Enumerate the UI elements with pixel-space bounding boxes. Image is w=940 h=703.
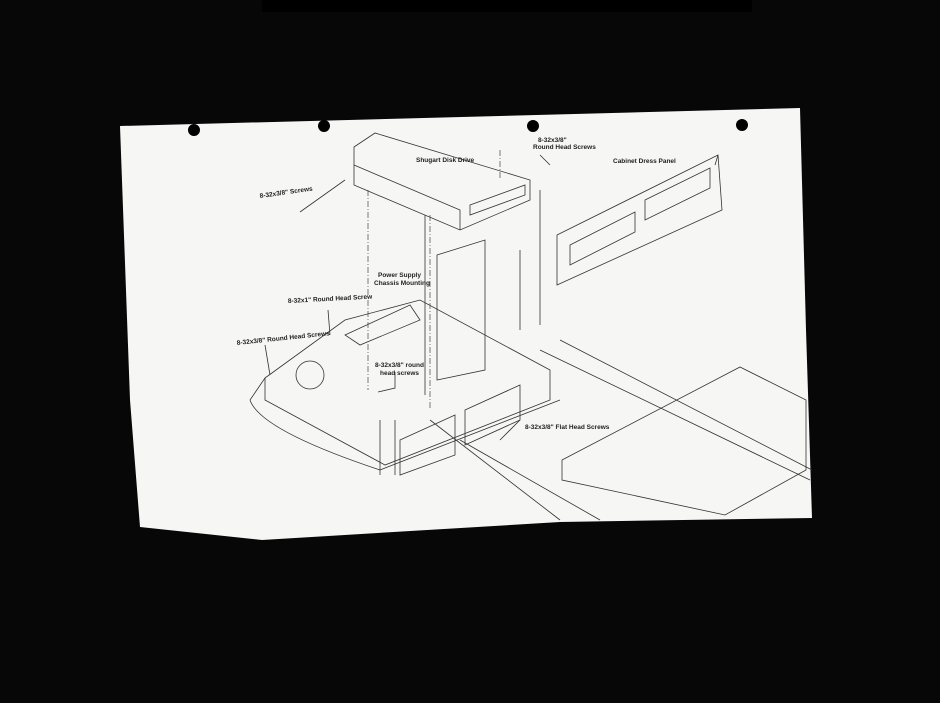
label-round-head-mid-2: head screws	[380, 370, 419, 377]
label-disk-drive: Shugart Disk Drive	[416, 157, 475, 164]
label-flat-head: 8-32x3/8" Flat Head Screws	[525, 424, 610, 431]
label-round-head-top-1: 8-32x3/8"	[538, 137, 567, 144]
paper-sheet	[120, 108, 812, 540]
label-power-supply-1: Power Supply	[378, 272, 421, 279]
label-round-head-mid-1: 8-32x3/8" round	[375, 362, 424, 369]
punch-hole	[318, 120, 330, 132]
top-shadow-bar	[262, 0, 752, 12]
table-drawing	[429, 339, 813, 521]
punch-hole	[527, 120, 539, 132]
disk-drive-drawing	[353, 132, 541, 395]
label-power-supply-2: Chassis Mounting	[374, 280, 430, 287]
label-round-head-screw-1in: 8-32x1" Round Head Screw	[288, 294, 374, 305]
chassis-drawing	[249, 299, 561, 476]
label-dress-panel: Cabinet Dress Panel	[613, 158, 676, 165]
label-round-head-top-2: Round Head Screws	[533, 144, 596, 151]
leader-lines	[264, 150, 719, 441]
dress-panel-drawing	[556, 154, 723, 286]
punch-hole	[736, 119, 748, 131]
punch-hole	[188, 124, 200, 136]
